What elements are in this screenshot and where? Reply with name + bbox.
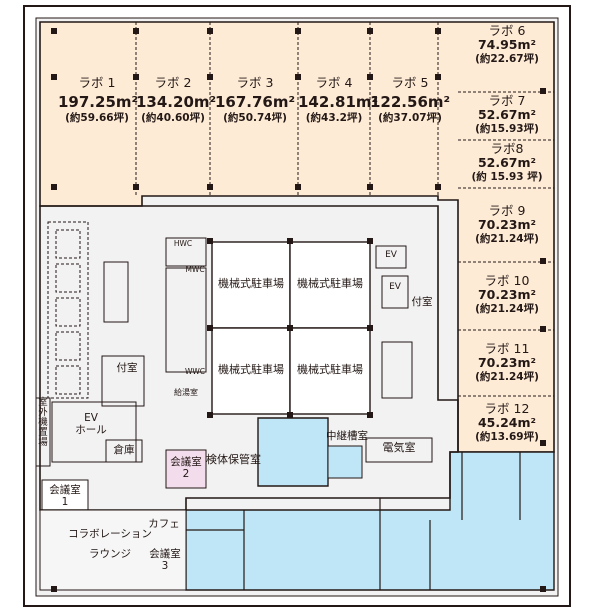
meeting-room-2-label: 会議室 2 xyxy=(170,456,202,481)
lab-1-label: ラボ 1 197.25m² (約59.66坪) xyxy=(58,75,139,124)
relay-room-label: 中継槽室 xyxy=(326,430,368,442)
lab-name: ラボ 10 xyxy=(484,273,530,288)
lab-name: ラボ 3 xyxy=(236,75,274,90)
lab-name: ラボ 11 xyxy=(484,341,530,356)
lab-tsubo: (約 15.93 坪) xyxy=(471,170,543,183)
lab-7-label: ラボ 7 52.67m² (約15.93坪) xyxy=(460,93,554,135)
lab-3-label: ラボ 3 167.76m² (約50.74坪) xyxy=(212,75,298,124)
lab-5-label: ラボ 5 122.56m² (約37.07坪) xyxy=(370,75,451,124)
mwc-label: MWC xyxy=(185,265,205,274)
right-core xyxy=(165,237,433,463)
shared-zone-relay xyxy=(327,445,363,479)
lab-name: ラボ 5 xyxy=(391,75,429,90)
annex-right-label: 付室 xyxy=(411,296,433,308)
shared-zone-center xyxy=(257,417,329,487)
lab-tsubo: (約22.67坪) xyxy=(475,52,539,65)
parking-grid xyxy=(211,241,371,415)
parking-1-label: 機械式駐車場 xyxy=(218,277,284,290)
lab-tsubo: (約13.69坪) xyxy=(475,430,539,443)
left-core xyxy=(35,221,145,467)
ev-label: EV xyxy=(385,250,397,260)
outdoor-unit-label: 室 外 機 置 場 xyxy=(38,397,48,448)
lab-tsubo: (約21.24坪) xyxy=(475,232,539,245)
lab-area: 45.24m² xyxy=(477,415,537,431)
lab-name: ラボ8 xyxy=(490,141,524,156)
lab-area: 70.23m² xyxy=(477,287,537,303)
lab-4-label: ラボ 4 142.81m² (約43.2坪) xyxy=(298,75,379,124)
lab-name: ラボ 2 xyxy=(154,75,192,90)
lab-12-label: ラボ 12 45.24m² (約13.69坪) xyxy=(460,401,554,443)
parking-4-label: 機械式駐車場 xyxy=(297,363,363,376)
lab-tsubo: (約50.74坪) xyxy=(223,111,287,124)
ev-hall-label: EV ホール xyxy=(75,412,107,437)
lab-area: 74.95m² xyxy=(477,37,537,53)
lab-area: 52.67m² xyxy=(477,107,537,123)
lab-name: ラボ 9 xyxy=(488,203,526,218)
lab-area: 70.23m² xyxy=(477,217,537,233)
meeting-room-1-fill xyxy=(41,479,89,515)
lab-2-label: ラボ 2 134.20m² (約40.60坪) xyxy=(136,75,217,124)
parking-3-label: 機械式駐車場 xyxy=(218,363,284,376)
ev-small-label: EV xyxy=(389,282,401,292)
lab-tsubo: (約40.60坪) xyxy=(141,111,205,124)
wwc-label: WWC xyxy=(184,367,206,376)
lower-dividers xyxy=(186,452,521,590)
lab-tsubo: (約43.2坪) xyxy=(305,111,363,124)
hwc-label: HWC xyxy=(173,239,193,248)
lab-area: 134.20m² xyxy=(136,93,217,112)
collaboration-label: コラボレーション xyxy=(68,528,152,540)
lab-area: 52.67m² xyxy=(477,155,537,171)
lab-name: ラボ 1 xyxy=(78,75,116,90)
structural-columns xyxy=(51,28,546,592)
meeting-room-3-label: 会議室 3 xyxy=(149,548,181,573)
core-outline xyxy=(39,205,459,511)
lounge-label: ラウンジ xyxy=(89,548,131,560)
lab-area: 70.23m² xyxy=(477,355,537,371)
lab-dividers xyxy=(135,22,554,397)
lab-name: ラボ 7 xyxy=(488,93,526,108)
lab-area: 197.25m² xyxy=(58,93,139,112)
lab-9-label: ラボ 9 70.23m² (約21.24坪) xyxy=(460,203,554,245)
lab-tsubo: (約37.07坪) xyxy=(378,111,442,124)
lab-name: ラボ 12 xyxy=(484,401,530,416)
lab-10-label: ラボ 10 70.23m² (約21.24坪) xyxy=(460,273,554,315)
annex-left-label: 付室 xyxy=(116,362,138,374)
specimen-storage-label: 検体保管室 xyxy=(206,453,261,466)
lab-name: ラボ 6 xyxy=(488,23,526,38)
cafe-label: カフェ xyxy=(148,518,180,530)
lab-6-label: ラボ 6 74.95m² (約22.67坪) xyxy=(460,23,554,65)
lab-tsubo: (約21.24坪) xyxy=(475,370,539,383)
electrical-room-label: 電気室 xyxy=(382,441,416,454)
meeting-room-1-label: 会議室 1 xyxy=(49,484,81,509)
lab-area: 122.56m² xyxy=(370,93,451,112)
kitchen-label: 給湯室 xyxy=(174,388,198,397)
meeting-room-2-fill xyxy=(165,449,207,489)
lounge-area xyxy=(39,509,187,591)
lab-8-label: ラボ8 52.67m² (約 15.93 坪) xyxy=(460,141,554,183)
lab-tsubo: (約15.93坪) xyxy=(475,122,539,135)
lab-tsubo: (約59.66坪) xyxy=(65,111,129,124)
lab-11-label: ラボ 11 70.23m² (約21.24坪) xyxy=(460,341,554,383)
lab-name: ラボ 4 xyxy=(315,75,353,90)
lab-area: 142.81m² xyxy=(298,93,379,112)
lab-area: 167.76m² xyxy=(214,93,296,112)
storage-label: 倉庫 xyxy=(113,444,135,456)
parking-2-label: 機械式駐車場 xyxy=(297,277,363,290)
lab-tsubo: (約21.24坪) xyxy=(475,302,539,315)
